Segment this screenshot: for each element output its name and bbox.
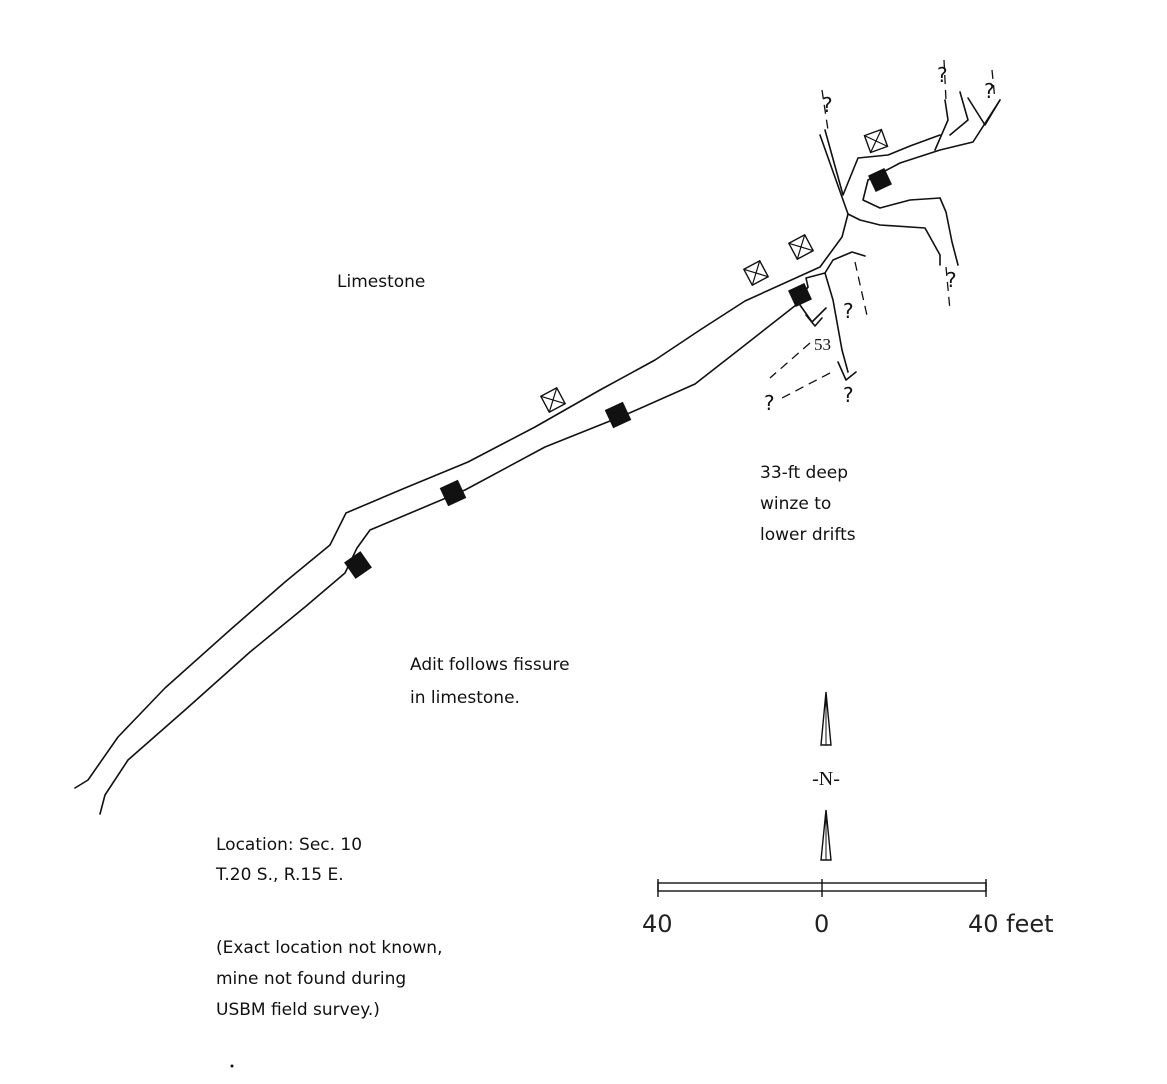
rock-type-label: Limestone [337, 272, 426, 292]
stope-symbol [439, 479, 467, 507]
raise-symbol [787, 233, 815, 261]
adit-wall-south [99, 286, 809, 815]
unknown-extent-marker: ? [843, 299, 854, 323]
scale-right-value: 40 feet [968, 910, 1054, 938]
inferred-drift-north-2 [991, 69, 996, 101]
branch-drift-north [934, 99, 949, 151]
side-drift-wall [805, 272, 849, 373]
inferred-drift-west-lower [781, 372, 831, 399]
unknown-extent-marker: ? [822, 93, 833, 117]
scale-left-value: 40 [642, 910, 673, 938]
inferred-drift-west-upper [769, 342, 811, 379]
unknown-extent-marker: ? [946, 268, 957, 292]
winze-note-line: 33-ft deep [760, 463, 849, 483]
location-note-line: USBM field survey.) [216, 1000, 380, 1020]
winze-depth-label: 53 [814, 335, 831, 354]
side-drift-wall-east [824, 251, 866, 274]
branch-wall-east [862, 99, 1001, 209]
raise-symbol [863, 128, 889, 154]
raise-symbol [742, 259, 770, 287]
east-drift-wall [939, 197, 959, 266]
raise-symbol [539, 386, 567, 414]
unknown-extent-marker: ? [937, 63, 948, 87]
stope-symbol [344, 551, 372, 579]
branch-drift-north-2 [949, 91, 969, 136]
unknown-extent-marker: ? [984, 79, 995, 103]
unknown-extent-marker: ? [843, 383, 854, 407]
winze-symbol: 53 [799, 304, 857, 381]
north-label: -N- [812, 768, 840, 790]
winze-note-line: lower drifts [760, 525, 856, 545]
scale-center-value: 0 [814, 910, 830, 938]
inferred-drift-north-1 [943, 59, 947, 101]
inferred-drift-north-west [821, 89, 829, 131]
scale-bar [657, 879, 987, 897]
stray-dot [230, 1064, 234, 1068]
inferred-drift-far-east [945, 266, 951, 311]
unknown-extent-marker: ? [764, 391, 775, 415]
winze-note-line: winze to [760, 494, 832, 514]
location-line: T.20 S., R.15 E. [216, 865, 344, 885]
adit-note-line: Adit follows fissure [410, 655, 570, 675]
north-arrow: -N- [812, 691, 840, 861]
stope-symbol [868, 168, 892, 192]
stope-symbol [604, 401, 632, 429]
inferred-drift-east [854, 261, 869, 321]
adit-note-line: in limestone. [410, 688, 520, 708]
location-note-line: mine not found during [216, 969, 407, 989]
location-note-line: (Exact location not known, [216, 938, 443, 958]
adit-wall-north [74, 134, 849, 789]
east-drift-wall-south [847, 213, 941, 266]
crosscut-wall-upper [824, 129, 941, 196]
stope-symbol [788, 283, 812, 307]
location-line: Location: Sec. 10 [216, 835, 363, 855]
